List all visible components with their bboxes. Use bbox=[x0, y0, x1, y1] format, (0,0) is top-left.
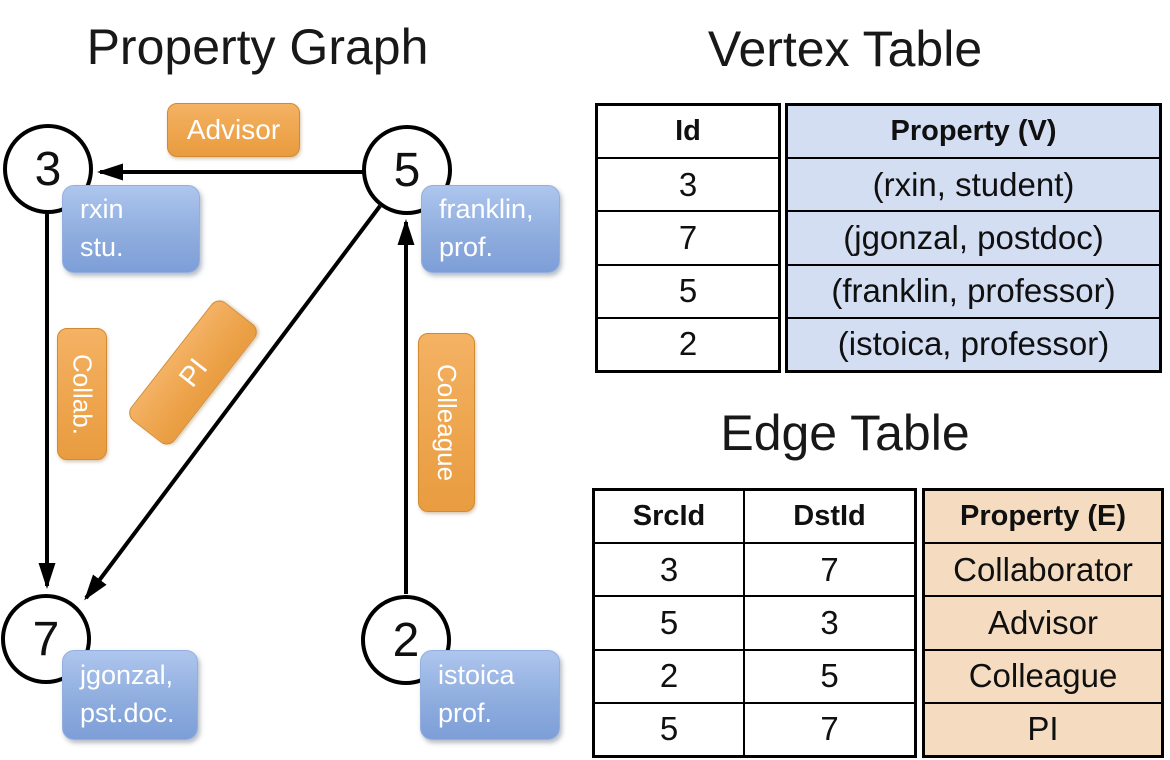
vertex-label-istoica: istoica prof. bbox=[420, 650, 560, 740]
table-cell: Collaborator bbox=[925, 542, 1161, 595]
edge-label-advisor: Advisor bbox=[167, 103, 300, 157]
graph-node-2: 2 bbox=[361, 595, 451, 685]
table-cell: 5 bbox=[595, 595, 743, 648]
edge-table-id-columns: SrcId 3 5 2 5 DstId 7 3 5 7 bbox=[592, 488, 917, 758]
edge-5-to-7 bbox=[84, 204, 382, 601]
table-cell: (rxin, student) bbox=[788, 157, 1159, 210]
table-cell: (franklin, professor) bbox=[788, 263, 1159, 317]
table-cell: Colleague bbox=[925, 648, 1161, 702]
table-cell: (jgonzal, postdoc) bbox=[788, 210, 1159, 263]
table-cell: 2 bbox=[598, 316, 778, 370]
table-cell: (istoica, professor) bbox=[788, 316, 1159, 370]
node-id: 5 bbox=[393, 143, 421, 197]
table-cell: 5 bbox=[598, 263, 778, 317]
vertex-table-property-column: Property (V) (rxin, student) (jgonzal, p… bbox=[785, 103, 1162, 373]
vertex-table-title: Vertex Table bbox=[707, 21, 983, 77]
node-id: 3 bbox=[34, 142, 62, 196]
table-cell: PI bbox=[925, 701, 1161, 755]
table-cell: 3 bbox=[598, 157, 778, 210]
table-cell: 5 bbox=[595, 701, 743, 755]
table-cell: 5 bbox=[745, 648, 914, 702]
graph-edges-canvas bbox=[38, 163, 415, 601]
vertex-label-line: prof. bbox=[439, 232, 494, 262]
table-cell: 7 bbox=[745, 701, 914, 755]
edge-table-dstid-header: DstId bbox=[793, 500, 866, 533]
vertex-label-line: prof. bbox=[438, 698, 493, 728]
table-cell: 7 bbox=[598, 210, 778, 263]
node-id: 2 bbox=[392, 613, 420, 667]
edge-table-srcid-header: SrcId bbox=[632, 500, 706, 533]
vertex-label-line: franklin, bbox=[439, 194, 534, 225]
edge-table-title: Edge Table bbox=[720, 405, 970, 461]
table-cell: 2 bbox=[595, 648, 743, 702]
vertex-label-rxin: rxin stu. bbox=[62, 185, 200, 273]
vertex-label-line: istoica bbox=[438, 660, 515, 691]
property-graph-title: Property Graph bbox=[86, 19, 429, 75]
vertex-table-id-header: Id bbox=[675, 115, 701, 148]
table-cell: Advisor bbox=[925, 595, 1161, 648]
graph-node-5: 5 bbox=[362, 125, 452, 215]
node-id: 7 bbox=[32, 612, 60, 666]
vertex-table-property-header: Property (V) bbox=[890, 115, 1057, 148]
table-cell: 3 bbox=[745, 595, 914, 648]
table-cell: 3 bbox=[595, 542, 743, 595]
vertex-label-line: rxin bbox=[80, 194, 124, 225]
vertex-label-line: jgonzal, bbox=[80, 660, 174, 691]
vertex-label-franklin: franklin, prof. bbox=[421, 185, 560, 273]
edge-label-colleague: Colleague bbox=[418, 333, 475, 512]
edge-table-property-header: Property (E) bbox=[960, 500, 1126, 533]
vertex-label-jgonzal: jgonzal, pst.doc. bbox=[62, 650, 198, 740]
vertex-label-line: stu. bbox=[80, 232, 124, 262]
vertex-table-id-column: Id 3 7 5 2 bbox=[595, 103, 781, 373]
vertex-label-line: pst.doc. bbox=[80, 698, 175, 728]
table-cell: 7 bbox=[745, 542, 914, 595]
edge-table-property-column: Property (E) Collaborator Advisor Collea… bbox=[922, 488, 1164, 758]
edge-label-collab: Collab. bbox=[57, 328, 107, 460]
